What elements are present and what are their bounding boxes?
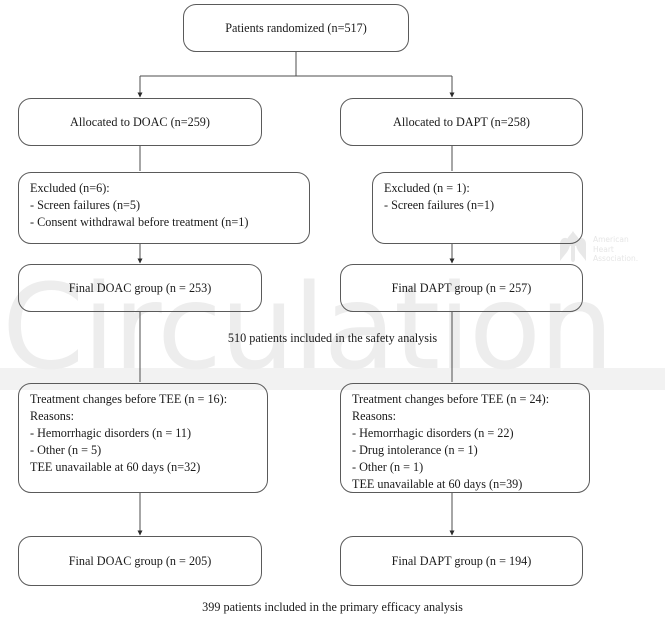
aha-word-association: Association. — [593, 254, 639, 263]
node-line: Treatment changes before TEE (n = 16): — [30, 392, 228, 406]
node-line: - Drug intolerance (n = 1) — [352, 443, 478, 457]
node-line: - Other (n = 1) — [352, 460, 424, 474]
node-line: TEE unavailable at 60 days (n=39) — [352, 477, 523, 491]
node-label: Allocated to DOAC (n=259) — [70, 114, 210, 129]
aha-wordmark: American Heart Association. — [593, 228, 638, 264]
node-excluded-doac: Excluded (n=6): - Screen failures (n=5) … — [18, 172, 310, 244]
caption-primary-efficacy-analysis: 399 patients included in the primary eff… — [202, 600, 463, 614]
node-line: - Screen failures (n=5) — [30, 198, 141, 212]
node-final-dapt-safety: Final DAPT group (n = 257) — [340, 264, 583, 312]
node-line: Excluded (n = 1): — [384, 181, 470, 195]
node-label: Patients randomized (n=517) — [225, 20, 367, 35]
node-line: Reasons: — [30, 409, 75, 423]
node-label: Final DAPT group (n = 194) — [391, 553, 532, 568]
node-line: - Other (n = 5) — [30, 443, 102, 457]
node-label: Allocated to DAPT (n=258) — [393, 114, 530, 129]
node-line: - Consent withdrawal before treatment (n… — [30, 215, 249, 229]
node-line: TEE unavailable at 60 days (n=32) — [30, 460, 201, 474]
node-final-dapt-efficacy: Final DAPT group (n = 194) — [340, 536, 583, 586]
node-treatment-changes-dapt: Treatment changes before TEE (n = 24): R… — [340, 383, 590, 493]
node-line: - Hemorrhagic disorders (n = 11) — [30, 426, 192, 440]
node-patients-randomized: Patients randomized (n=517) — [183, 4, 409, 52]
node-final-doac-efficacy: Final DOAC group (n = 205) — [18, 536, 262, 586]
node-line: - Hemorrhagic disorders (n = 22) — [352, 426, 514, 440]
node-allocated-doac: Allocated to DOAC (n=259) — [18, 98, 262, 146]
node-line: Treatment changes before TEE (n = 24): — [352, 392, 550, 406]
node-final-doac-safety: Final DOAC group (n = 253) — [18, 264, 262, 312]
node-excluded-dapt: Excluded (n = 1): - Screen failures (n=1… — [372, 172, 583, 244]
node-label: Final DOAC group (n = 205) — [68, 553, 212, 568]
node-allocated-dapt: Allocated to DAPT (n=258) — [340, 98, 583, 146]
caption-safety-analysis: 510 patients included in the safety anal… — [227, 331, 438, 345]
node-line: - Screen failures (n=1) — [384, 198, 495, 212]
node-line: Reasons: — [352, 409, 397, 423]
node-treatment-changes-doac: Treatment changes before TEE (n = 16): R… — [18, 383, 268, 493]
aha-word-heart: Heart — [593, 244, 614, 254]
aha-word-american: American — [593, 235, 629, 244]
node-label: Final DOAC group (n = 253) — [68, 280, 212, 295]
node-line: Excluded (n=6): — [30, 181, 110, 195]
node-label: Final DAPT group (n = 257) — [391, 280, 532, 295]
